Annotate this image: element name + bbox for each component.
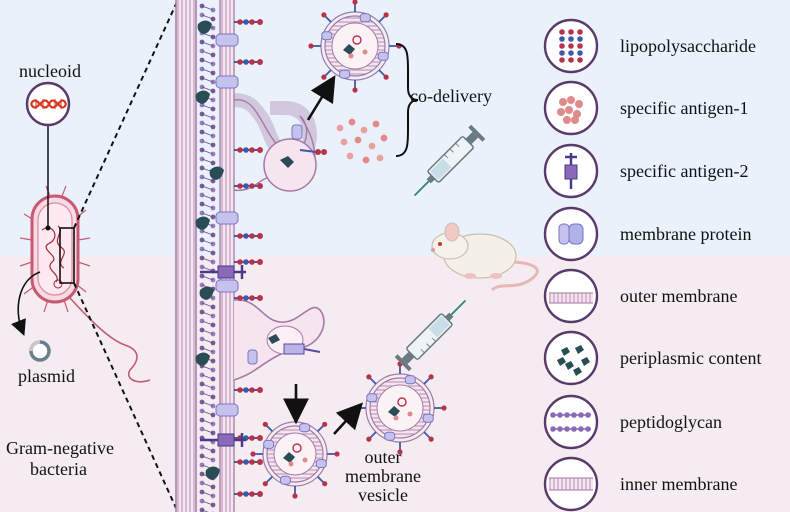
- inner-membrane-icon: [543, 456, 599, 512]
- legend-label: lipopolysaccharide: [620, 36, 756, 56]
- legend-label: outer membrane: [620, 286, 738, 306]
- zoom-line-bottom: [73, 282, 177, 509]
- mouse-icon: [431, 222, 539, 292]
- legend-label: specific antigen-1: [620, 98, 749, 118]
- legend-label: inner membrane: [620, 474, 738, 494]
- legend-label: peptidoglycan: [620, 412, 722, 432]
- cell-wall-section: [175, 0, 235, 512]
- bacterium: [19, 185, 151, 383]
- omv-label-line2: membrane: [345, 466, 421, 486]
- syringe-top-icon: [413, 124, 486, 197]
- peptidoglycan-icon: [543, 394, 599, 450]
- top-background: [0, 0, 790, 256]
- arrow-release-top: [306, 75, 336, 121]
- flagellum: [69, 297, 151, 383]
- legend-item-antigen-2: specific antigen-2: [540, 143, 790, 199]
- gram-negative-label-line2: bacteria: [30, 459, 87, 479]
- legend-item-inner-membrane: inner membrane: [540, 456, 790, 512]
- arrow-release-bottom: [333, 402, 364, 435]
- zoom-line-top: [73, 3, 177, 229]
- legend-label: membrane protein: [620, 224, 752, 244]
- inner-membrane: [176, 0, 196, 512]
- omv-top: [308, 0, 402, 93]
- legend-item-membrane-protein: membrane protein: [540, 206, 790, 262]
- antigen-1-icon: [543, 80, 599, 136]
- syringe-bottom-icon: [394, 299, 467, 372]
- legend-item-lipopolysaccharide: lipopolysaccharide: [540, 18, 790, 74]
- antigen-2-icon: [543, 143, 599, 199]
- periplasmic-content-icon: [543, 330, 599, 386]
- zoom-box: [59, 227, 75, 284]
- omv-bottom: [353, 361, 447, 455]
- legend-icons: [543, 18, 599, 512]
- legend-item-outer-membrane: outer membrane: [540, 268, 790, 324]
- plasmid-arrow: [11, 271, 41, 336]
- budding-vesicle-top: [233, 93, 327, 192]
- outer-membrane: [220, 0, 234, 512]
- free-antigen-1: [336, 118, 388, 164]
- legend-item-peptidoglycan: peptidoglycan: [540, 394, 790, 450]
- lipopolysaccharide-icon: [543, 18, 599, 74]
- omv-label-line1: outer: [364, 447, 402, 467]
- dna-icon: [25, 81, 71, 127]
- omv-label-line3: vesicle: [358, 485, 408, 505]
- gram-negative-label-line1: Gram-negative: [6, 438, 114, 458]
- plasmid-label: plasmid: [18, 366, 75, 386]
- legend-label: periplasmic content: [620, 348, 762, 368]
- nucleoid-label: nucleoid: [19, 61, 81, 81]
- legend-label: specific antigen-2: [620, 161, 749, 181]
- membrane-protein-icon: [543, 206, 599, 262]
- wall-decorations: [195, 19, 263, 497]
- budding-vesicle-bottom: [233, 299, 325, 381]
- outer-membrane-icon: [543, 268, 599, 324]
- legend-item-periplasmic-content: periplasmic content: [540, 330, 790, 386]
- omv-forming: [250, 409, 340, 499]
- co-delivery-brace: [395, 43, 419, 157]
- legend-item-antigen-1: specific antigen-1: [540, 80, 790, 136]
- co-delivery-label: co-delivery: [410, 86, 492, 106]
